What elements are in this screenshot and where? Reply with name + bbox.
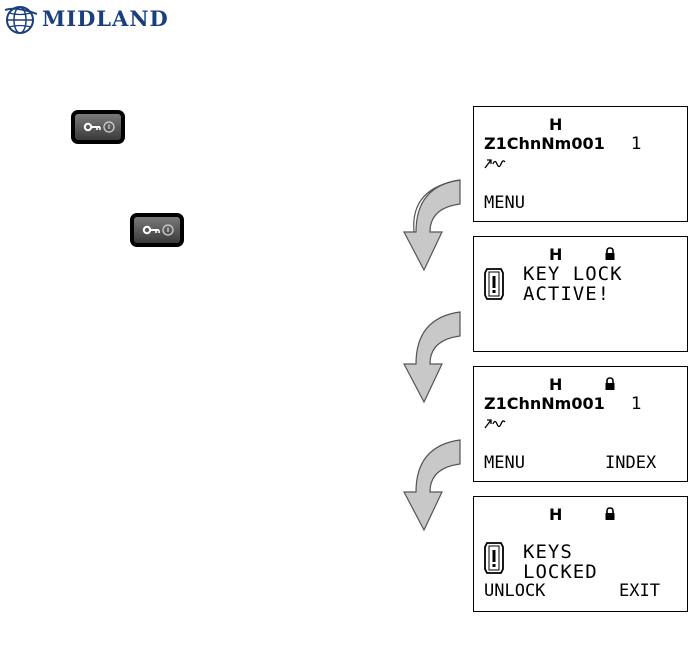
radio-display-home-locked: H Z1ChnNm001 1 MENU INDEX xyxy=(473,366,688,482)
globe-icon xyxy=(4,4,38,36)
midland-logo: MIDLAND xyxy=(4,4,38,34)
channel-number: 1 xyxy=(631,396,642,413)
channel-name: Z1ChnNm001 xyxy=(484,396,605,412)
lock-icon xyxy=(604,507,616,521)
radio-display-keys-locked: H KEYS LOCKED UNLOCK EXIT xyxy=(473,496,688,612)
key-lock-button-icon xyxy=(71,110,125,144)
key-lock-button[interactable] xyxy=(71,110,125,144)
left-softkey: MENU xyxy=(484,455,525,472)
channel-number: 1 xyxy=(631,136,642,153)
lock-icon xyxy=(604,247,616,261)
alert-message-line2: LOCKED xyxy=(523,563,598,582)
curved-arrow-icon xyxy=(402,310,472,406)
key-lock-button[interactable] xyxy=(130,213,184,247)
alert-message-line1: KEY LOCK xyxy=(523,265,623,284)
curved-arrow-icon xyxy=(402,438,472,534)
right-softkey: INDEX xyxy=(605,455,656,472)
channel-name: Z1ChnNm001 xyxy=(484,136,605,152)
logo-wordmark: MIDLAND xyxy=(42,6,169,31)
power-level: H xyxy=(549,507,562,523)
right-softkey-exit: EXIT xyxy=(619,583,660,600)
scan-wave-icon xyxy=(484,417,506,429)
exclamation-icon xyxy=(483,541,505,575)
alert-message-line2: ACTIVE! xyxy=(523,285,610,304)
radio-display-key-lock-active: H KEY LOCK ACTIVE! xyxy=(473,236,688,352)
power-level: H xyxy=(549,117,562,133)
key-lock-button-icon xyxy=(130,213,184,247)
left-softkey: MENU xyxy=(484,195,525,212)
lock-icon xyxy=(604,377,616,391)
curved-arrow-icon xyxy=(402,178,472,274)
radio-display-home: H Z1ChnNm001 1 MENU xyxy=(473,106,688,222)
left-softkey-unlock: UNLOCK xyxy=(484,583,545,600)
alert-message-line1: KEYS xyxy=(523,543,573,562)
scan-wave-icon xyxy=(484,157,506,169)
power-level: H xyxy=(549,377,562,393)
exclamation-icon xyxy=(483,267,505,301)
power-level: H xyxy=(549,247,562,263)
